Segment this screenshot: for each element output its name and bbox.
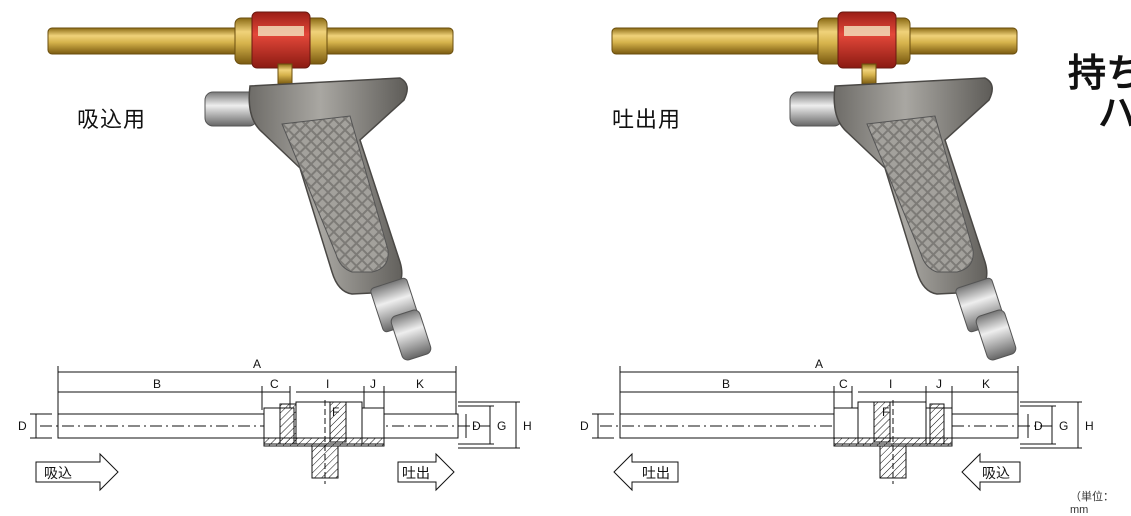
dim-K: K — [982, 377, 990, 391]
dim-C: C — [270, 377, 279, 391]
illustration-canvas: A B C I J K D D F G H 吸込 吐出 — [18, 11, 1094, 492]
dim-C: C — [839, 377, 848, 391]
dim-D: D — [580, 419, 589, 433]
dim-D-outlet: D — [1034, 419, 1043, 433]
dim-A: A — [253, 357, 261, 371]
suction-label: 吸込用 — [77, 107, 147, 132]
discharge-gun-photo — [611, 11, 1018, 361]
discharge-out-arrow-label: 吐出 — [642, 465, 670, 481]
dim-J: J — [936, 377, 942, 391]
dim-F: F — [332, 405, 339, 419]
dim-B: B — [722, 377, 730, 391]
dim-G: G — [497, 419, 506, 433]
dim-D-outlet: D — [472, 419, 481, 433]
suction-out-arrow-label: 吐出 — [402, 465, 430, 481]
dim-H: H — [1085, 419, 1094, 433]
suction-in-arrow-label: 吸込 — [44, 465, 72, 481]
heading-line1: 持ち — [1068, 53, 1131, 95]
dim-A: A — [815, 357, 823, 371]
dim-H: H — [523, 419, 532, 433]
heading-line2: ハ — [1098, 93, 1131, 135]
discharge-dim-labels: A B C I J K D D F G H 吐出 吸込 — [580, 357, 1094, 481]
suction-gun-photo — [47, 11, 454, 361]
discharge-in-arrow-label: 吸込 — [982, 465, 1010, 481]
suction-dim-labels: A B C I J K D D F G H 吸込 吐出 — [18, 357, 532, 481]
dim-F: F — [882, 405, 889, 419]
suction-dimension-drawing — [30, 366, 520, 492]
dim-I: I — [889, 377, 892, 391]
dim-I: I — [326, 377, 329, 391]
discharge-label: 吐出用 — [612, 107, 682, 132]
discharge-dimension-drawing — [592, 366, 1082, 492]
dim-K: K — [416, 377, 424, 391]
unit-note: （単位：mm — [1070, 491, 1114, 516]
dim-G: G — [1059, 419, 1068, 433]
dim-J: J — [370, 377, 376, 391]
dim-B: B — [153, 377, 161, 391]
dim-D: D — [18, 419, 27, 433]
